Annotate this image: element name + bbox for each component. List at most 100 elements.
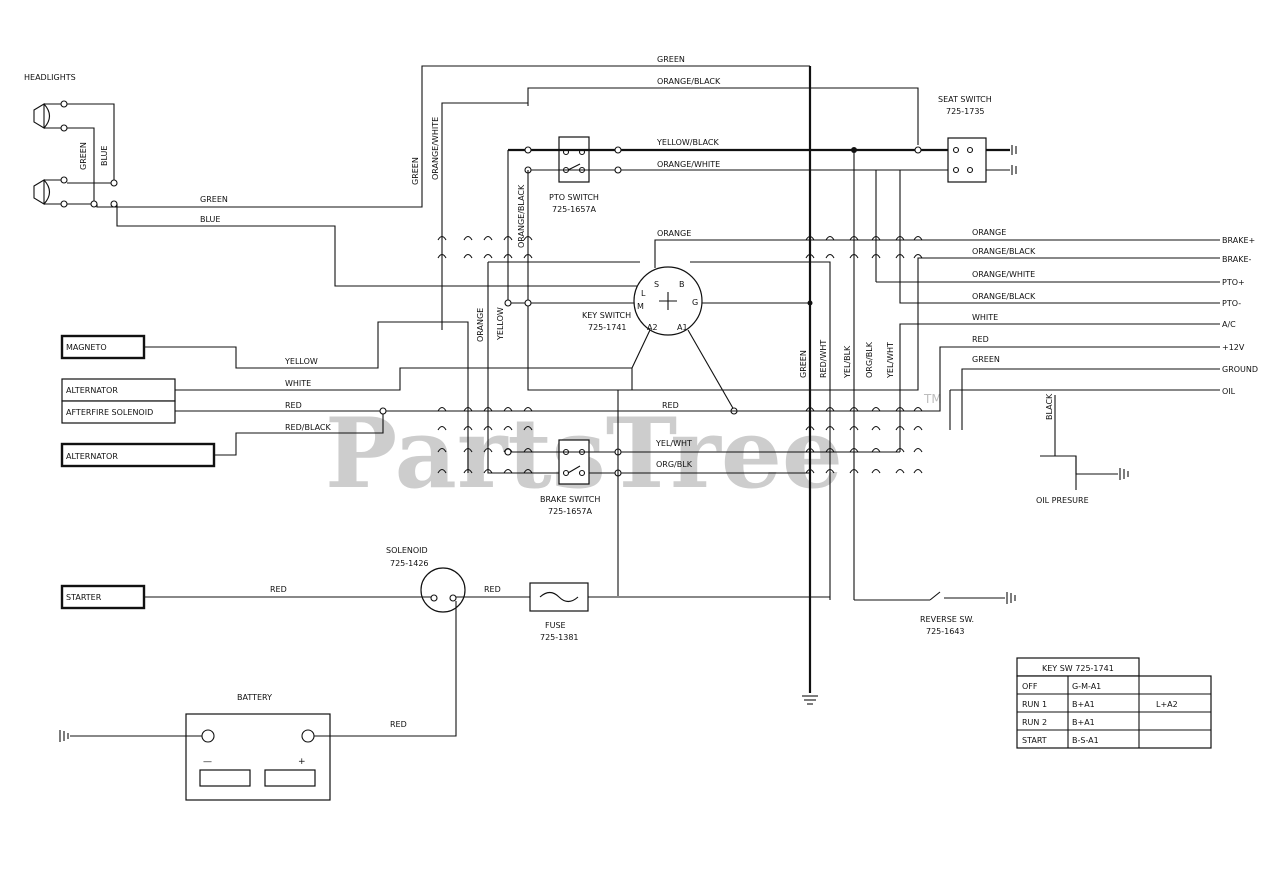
wire-blue <box>116 204 640 287</box>
crossover-hop <box>825 425 835 431</box>
reverse-switch: REVERSE SW. 725-1643 <box>920 591 1016 636</box>
fuse: FUSE 725-1381 <box>529 582 589 642</box>
svg-text:REVERSE SW.: REVERSE SW. <box>920 615 974 624</box>
svg-text:ORG/BLK: ORG/BLK <box>865 341 874 378</box>
wire-bundle: GREEN RED/WHT YEL/BLK ORG/BLK YEL/WHT <box>799 150 1220 601</box>
crossover-hop <box>523 447 533 453</box>
crossover-hop <box>523 235 533 241</box>
afterfire-solenoid: AFTERFIRE SOLENOID <box>61 400 176 424</box>
headlight-2-icon <box>33 179 45 205</box>
solenoid: SOLENOID 725-1426 <box>386 546 466 613</box>
svg-text:GREEN: GREEN <box>972 355 1000 364</box>
crossover-hop <box>849 235 859 241</box>
svg-text:BLUE: BLUE <box>100 146 109 166</box>
svg-text:ORANGE/BLACK: ORANGE/BLACK <box>657 77 721 86</box>
svg-text:RED/BLACK: RED/BLACK <box>285 423 332 432</box>
svg-text:YEL/BLK: YEL/BLK <box>843 345 852 379</box>
reverse-ground-icon <box>1006 592 1016 604</box>
crossover-hop <box>871 235 881 241</box>
svg-text:ORG/BLK: ORG/BLK <box>656 460 693 469</box>
svg-text:L: L <box>641 289 646 298</box>
svg-text:ORANGE/WHITE: ORANGE/WHITE <box>972 270 1035 279</box>
crossover-hop <box>503 425 513 431</box>
svg-text:ORANGE/WHITE: ORANGE/WHITE <box>431 117 440 180</box>
svg-text:RED: RED <box>662 401 679 410</box>
crossover-hop <box>503 235 513 241</box>
crossover-hop <box>437 406 447 412</box>
svg-text:M: M <box>637 302 644 311</box>
svg-text:ALTERNATOR: ALTERNATOR <box>66 452 118 461</box>
headlights: HEADLIGHTS GREEN BLUE <box>24 73 118 208</box>
crossover-hop <box>871 425 881 431</box>
crossover-hop <box>913 253 923 259</box>
svg-text:WHITE: WHITE <box>285 379 311 388</box>
crossover-hop <box>849 253 859 259</box>
crossover-hop <box>913 406 923 412</box>
svg-text:S: S <box>654 280 659 289</box>
crossover-hop <box>913 447 923 453</box>
svg-text:725-1657A: 725-1657A <box>552 205 597 214</box>
brake-switch: BRAKE SWITCH 725-1657A <box>540 439 600 516</box>
crossover-hop <box>913 468 923 474</box>
crossover-hop <box>825 235 835 241</box>
crossover-hop <box>437 425 447 431</box>
crossover-hop <box>503 253 513 259</box>
svg-text:OFF: OFF <box>1022 682 1038 691</box>
terminal-brake-minus: BRAKE- <box>1222 255 1251 264</box>
crossover-hop <box>895 253 905 259</box>
starter: STARTER <box>60 584 146 610</box>
crossover-hop <box>871 253 881 259</box>
svg-text:BATTERY: BATTERY <box>237 693 272 702</box>
crossover-hop <box>913 425 923 431</box>
terminal-pto-minus: PTO- <box>1222 299 1241 308</box>
right-terminals: BRAKE+ BRAKE- PTO+ PTO- A/C +12V GROUND … <box>1222 236 1258 396</box>
terminal-pto-plus: PTO+ <box>1222 278 1245 287</box>
key-switch: S B L M G A2 A1 KEY SWITCH 725-1741 <box>582 266 703 336</box>
oil-ground-icon <box>1119 468 1129 480</box>
svg-text:GREEN: GREEN <box>411 157 420 185</box>
crossover-hop <box>463 235 473 241</box>
svg-text:G-M-A1: G-M-A1 <box>1072 682 1101 691</box>
svg-text:YELLOW/BLACK: YELLOW/BLACK <box>656 138 720 147</box>
crossover-hop <box>437 447 447 453</box>
svg-text:ORANGE/BLACK: ORANGE/BLACK <box>517 184 526 248</box>
crossover-hop <box>871 447 881 453</box>
ground-symbol-icon <box>802 695 818 705</box>
svg-text:A2: A2 <box>647 323 658 332</box>
crossover-hop <box>437 253 447 259</box>
wire-orange <box>654 239 1220 268</box>
crossover-hop <box>463 468 473 474</box>
svg-text:G: G <box>692 298 698 307</box>
wire-orange-white <box>441 102 528 330</box>
crossover-hop <box>895 425 905 431</box>
svg-text:725-1657A: 725-1657A <box>548 507 593 516</box>
key-switch-table: KEY SW 725-1741 OFF G-M-A1 RUN 1 B+A1 L+… <box>1016 657 1212 749</box>
crossover-hop <box>805 425 815 431</box>
crossover-hop <box>849 425 859 431</box>
crossover-hop <box>463 447 473 453</box>
svg-text:YELLOW: YELLOW <box>496 307 505 341</box>
svg-text:PTO SWITCH: PTO SWITCH <box>549 193 599 202</box>
wire-crossovers <box>437 235 923 474</box>
seat-ground-1-icon <box>1011 145 1017 155</box>
crossover-hop <box>503 468 513 474</box>
svg-text:BRAKE SWITCH: BRAKE SWITCH <box>540 495 600 504</box>
svg-text:B+A1: B+A1 <box>1072 718 1095 727</box>
svg-text:GREEN: GREEN <box>799 350 808 378</box>
crossover-hop <box>895 406 905 412</box>
svg-text:RED: RED <box>484 585 501 594</box>
svg-text:B: B <box>679 280 685 289</box>
svg-text:725-1735: 725-1735 <box>946 107 985 116</box>
crossover-hop <box>483 253 493 259</box>
crossover-hop <box>805 235 815 241</box>
terminal-brake-plus: BRAKE+ <box>1222 236 1255 245</box>
alternator-1: ALTERNATOR <box>61 378 176 402</box>
wire-orange-black-top <box>527 87 919 145</box>
crossover-hop <box>437 235 447 241</box>
crossover-hop <box>437 468 447 474</box>
crossover-hop <box>463 253 473 259</box>
svg-text:KEY SWITCH: KEY SWITCH <box>582 311 631 320</box>
terminal-12v: +12V <box>1222 343 1245 352</box>
svg-text:OIL PRESURE: OIL PRESURE <box>1036 496 1089 505</box>
wire-red-black <box>214 414 384 456</box>
